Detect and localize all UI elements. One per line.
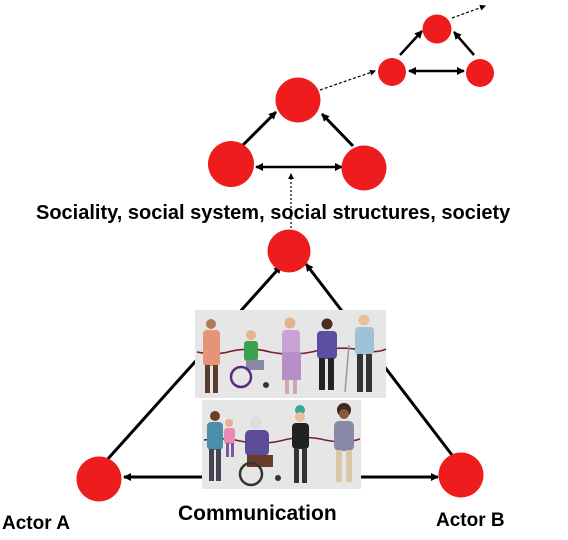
person-figure	[203, 319, 220, 393]
node-mid-right	[341, 145, 387, 191]
edge-small-left-to-top	[399, 30, 423, 56]
edge-mid-left-to-top	[241, 110, 278, 147]
person-figure	[292, 405, 309, 483]
actor-a-label: Actor A	[2, 513, 70, 534]
dotted-link-top	[319, 69, 376, 91]
node-mid-top	[275, 77, 321, 123]
people-group-image-bottom	[202, 400, 361, 489]
edge-actor-a-to-top	[104, 264, 283, 463]
actor-b-label: Actor B	[436, 510, 505, 531]
edge-mid-right-to-top	[320, 112, 355, 148]
edge-small-right-to-top	[453, 31, 475, 56]
node-small-left	[378, 58, 406, 86]
node-actor-a	[76, 456, 122, 502]
node-actor-b	[438, 452, 484, 498]
person-figure	[317, 318, 337, 390]
society-label: Sociality, social system, social structu…	[36, 202, 511, 224]
person-figure	[334, 403, 354, 482]
node-small-top	[422, 14, 452, 44]
node-small-right	[466, 59, 494, 87]
communication-label: Communication	[178, 502, 337, 525]
node-bottom-apex	[267, 229, 311, 273]
node-mid-left	[208, 141, 254, 187]
people-group-image-top	[195, 310, 387, 398]
person-figure	[344, 314, 374, 393]
wheelchair-user-figure	[238, 417, 281, 487]
wheelchair-user-figure	[229, 330, 269, 389]
person-figure	[282, 317, 301, 394]
dotted-link-continuation	[451, 4, 486, 19]
person-figure	[207, 411, 223, 481]
child-figure	[224, 419, 235, 457]
